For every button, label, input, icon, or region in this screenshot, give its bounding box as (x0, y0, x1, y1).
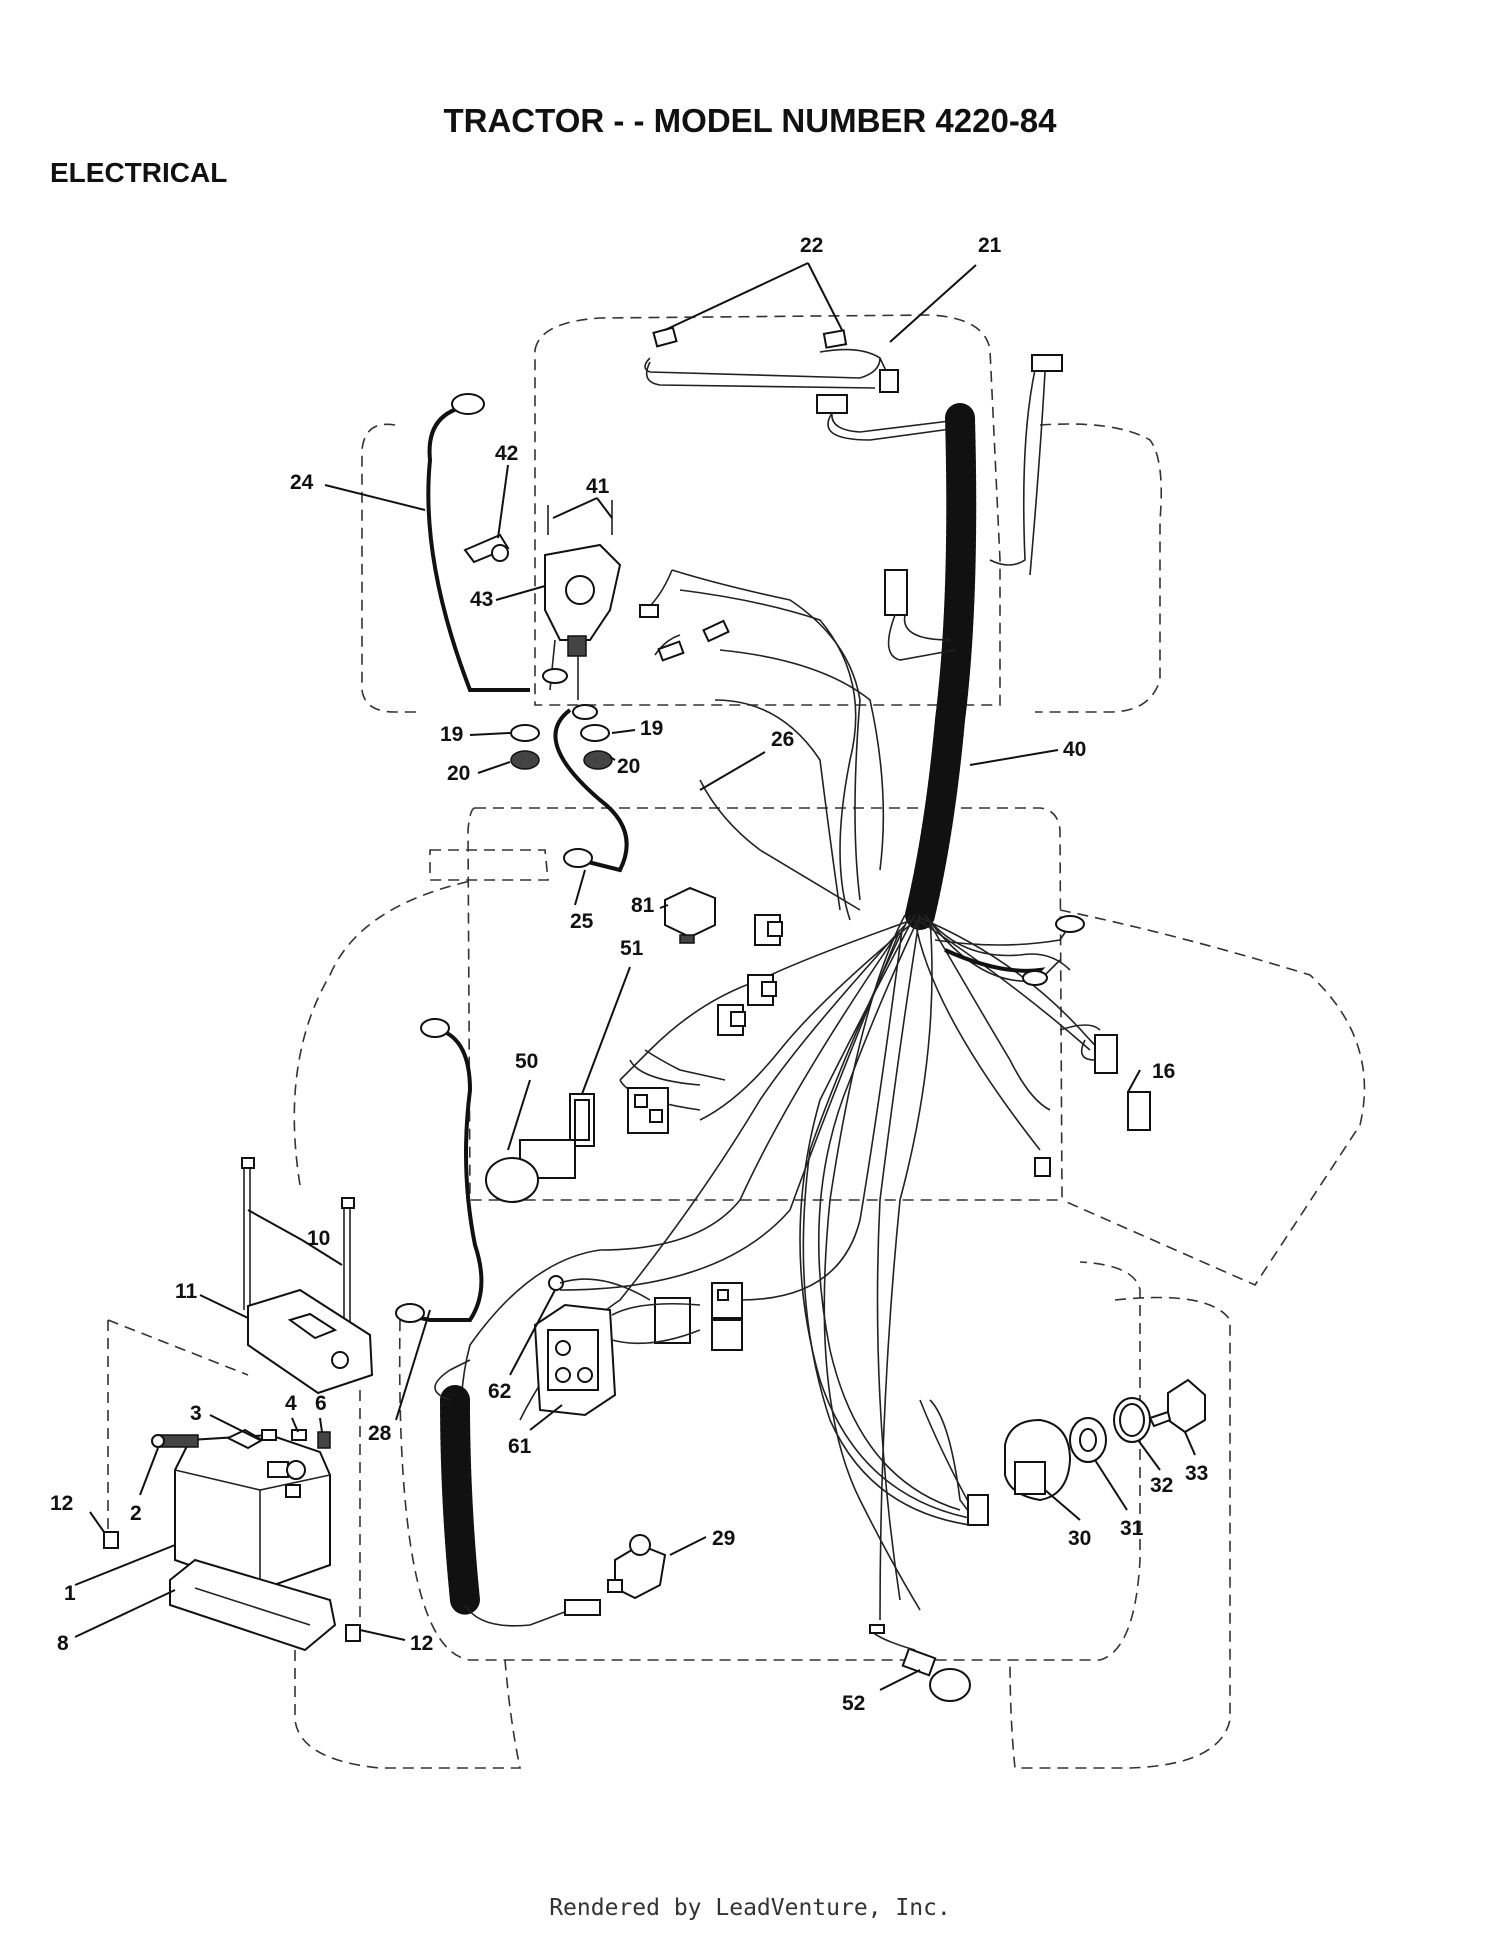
hood-switch-harness (884, 354, 1063, 661)
main-harness-conduit (905, 403, 977, 930)
starter-solenoid-assembly (426, 393, 730, 873)
callout-25: 25 (570, 910, 594, 933)
relay-and-connectors (627, 886, 783, 1134)
callout-3: 3 (190, 1402, 202, 1425)
seat-switch (607, 1534, 667, 1600)
callout-52: 52 (842, 1692, 865, 1715)
left-fender-outline (293, 974, 331, 1186)
callout-33: 33 (1185, 1462, 1208, 1485)
callout-31: 31 (1120, 1517, 1144, 1540)
callout-61: 61 (508, 1435, 532, 1458)
seat-fender-outline (329, 879, 1366, 1287)
rear-harness-conduit (434, 1359, 601, 1627)
callout-41: 41 (586, 475, 610, 498)
tractor-outline (293, 314, 1366, 1769)
callout-8: 8 (57, 1632, 69, 1655)
rear-lamp (869, 1624, 971, 1702)
callout-29: 29 (712, 1527, 735, 1550)
callout-51: 51 (620, 937, 644, 960)
callout-40: 40 (1063, 738, 1086, 761)
callout-6: 6 (315, 1392, 327, 1415)
headlight-harness (644, 326, 959, 441)
callout-43: 43 (470, 588, 493, 611)
main-wire-bundle (460, 569, 1105, 1621)
callout-12b: 12 (410, 1632, 433, 1655)
battery-assembly (103, 1157, 374, 1652)
ignition-panel (533, 1275, 743, 1417)
callout-4: 4 (285, 1392, 297, 1415)
rear-left-wheel-outline (294, 1650, 521, 1769)
front-left-wheel-outline (361, 423, 420, 713)
callout-1: 1 (64, 1582, 76, 1605)
callout-2: 2 (130, 1502, 142, 1525)
seat-pan-outline (429, 849, 549, 881)
callout-21: 21 (978, 234, 1002, 257)
rear-body-outline (398, 1261, 1141, 1661)
render-credit: Rendered by LeadVenture, Inc. (549, 1895, 951, 1921)
front-right-wheel-outline (1035, 423, 1162, 713)
leader-lines (74, 262, 1196, 1691)
callout-22: 22 (800, 234, 823, 257)
callout-26: 26 (771, 728, 794, 751)
callout-32: 32 (1150, 1474, 1173, 1497)
callout-20b: 20 (617, 755, 640, 778)
ignition-switch-parts (967, 1378, 1206, 1526)
rear-right-wheel-outline (1009, 1296, 1231, 1769)
callout-19a: 19 (440, 723, 463, 746)
callout-10: 10 (307, 1227, 330, 1250)
pto-switch-panel (395, 1018, 595, 1323)
section-heading: ELECTRICAL (50, 157, 228, 188)
callout-16: 16 (1152, 1060, 1175, 1083)
page-title: TRACTOR - - MODEL NUMBER 4220-84 (443, 102, 1057, 139)
callout-62: 62 (488, 1380, 511, 1403)
callout-81: 81 (631, 894, 655, 917)
frame-outline (467, 807, 1063, 1201)
callout-11: 11 (175, 1280, 198, 1303)
hood-outline (534, 314, 1001, 706)
callout-labels: 22 21 24 42 41 43 19 19 20 20 26 40 25 8… (50, 234, 1208, 1715)
callout-20a: 20 (447, 762, 470, 785)
callout-12a: 12 (50, 1492, 73, 1515)
callout-28: 28 (368, 1422, 392, 1445)
callout-30: 30 (1068, 1527, 1091, 1550)
callout-24: 24 (290, 471, 314, 494)
callout-42: 42 (495, 442, 518, 465)
callout-50: 50 (515, 1050, 538, 1073)
callout-19b: 19 (640, 717, 663, 740)
ground-cables (934, 915, 1151, 1177)
